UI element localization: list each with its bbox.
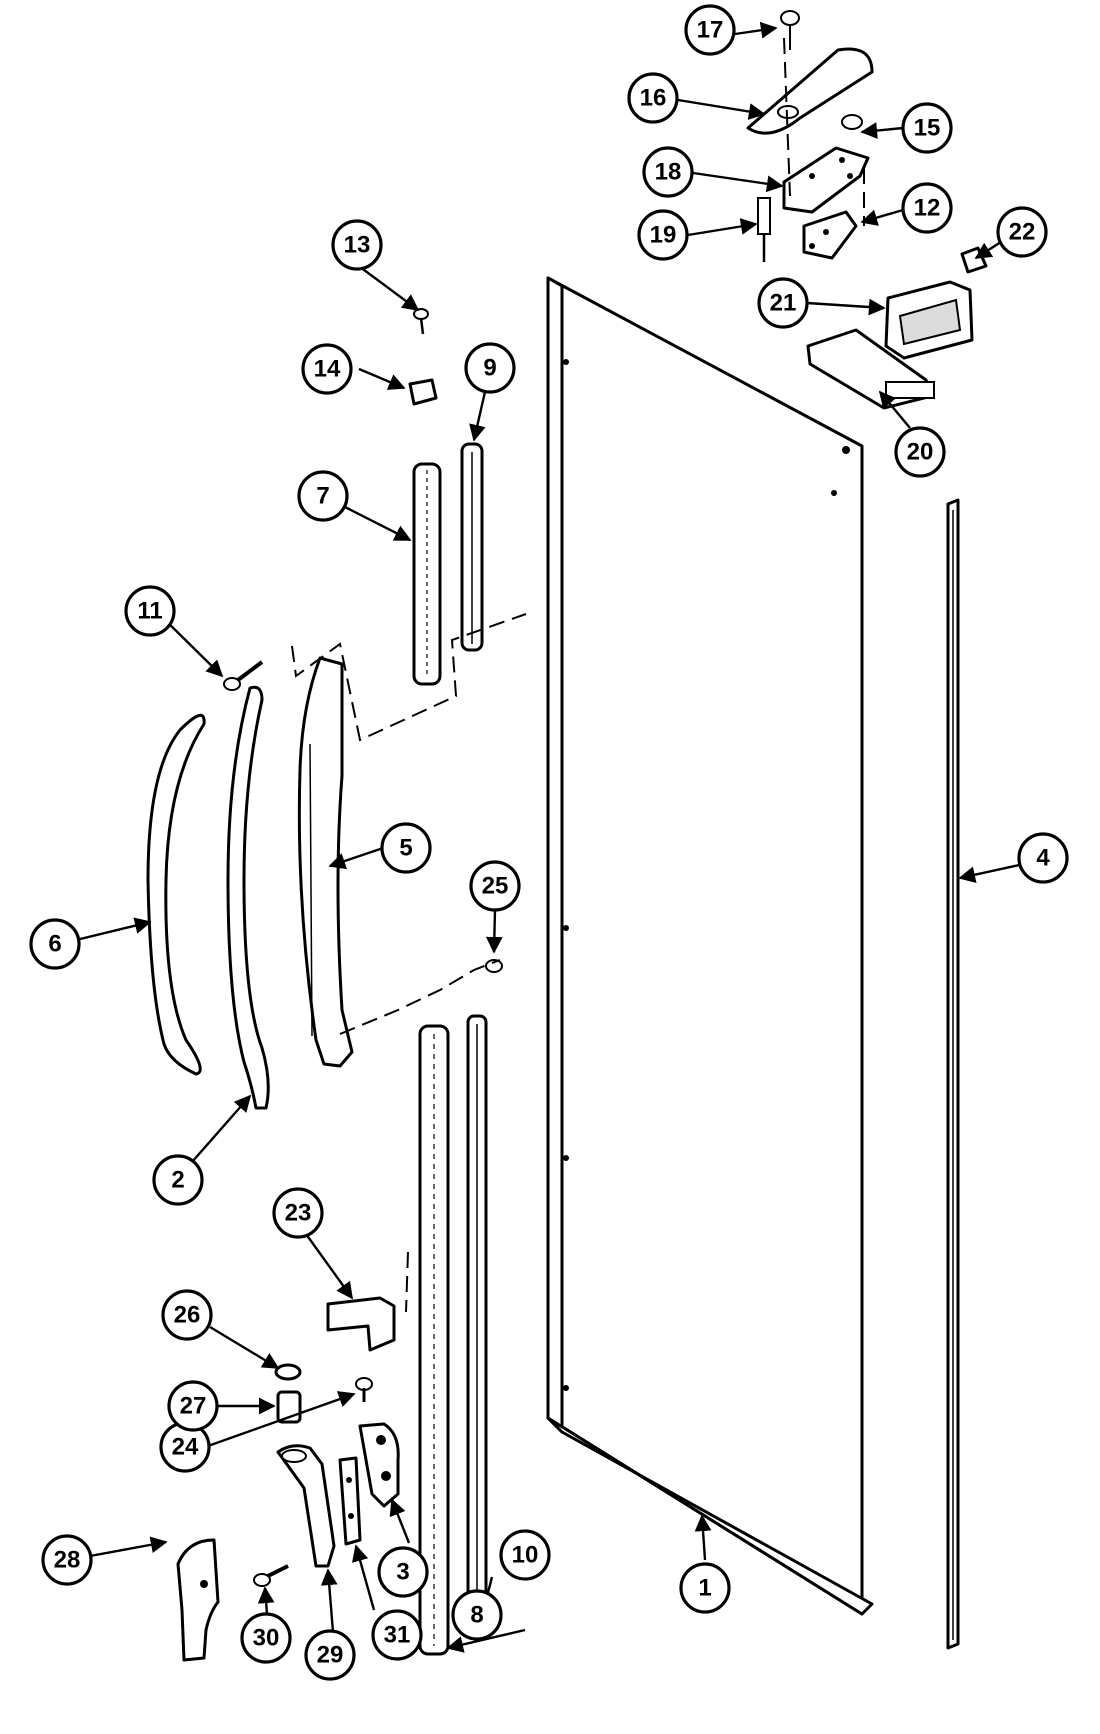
svg-text:23: 23 bbox=[285, 1200, 312, 1227]
handle-screw bbox=[223, 660, 264, 691]
svg-text:12: 12 bbox=[914, 195, 941, 222]
assembly-lines bbox=[291, 37, 865, 1313]
callout-9: 9 bbox=[464, 342, 516, 394]
top-hinge-assembly bbox=[746, 10, 874, 262]
callout-17: 17 bbox=[684, 4, 736, 56]
callout-27: 27 bbox=[167, 1380, 219, 1432]
lower-trim-strips bbox=[418, 1014, 488, 1656]
callout-16: 16 bbox=[627, 72, 679, 124]
svg-text:30: 30 bbox=[253, 1625, 280, 1652]
mid-screw-25 bbox=[485, 959, 503, 973]
callout-24: 24 bbox=[159, 1421, 211, 1473]
callout-4: 4 bbox=[1017, 832, 1069, 884]
callout-20: 20 bbox=[894, 426, 946, 478]
callout-19: 19 bbox=[637, 209, 689, 261]
svg-text:9: 9 bbox=[483, 355, 496, 382]
callout-6: 6 bbox=[29, 918, 81, 970]
callout-8: 8 bbox=[451, 1589, 503, 1641]
svg-text:5: 5 bbox=[399, 835, 412, 862]
callout-22: 22 bbox=[996, 206, 1048, 258]
gasket-strip bbox=[946, 498, 960, 1650]
svg-text:4: 4 bbox=[1036, 845, 1050, 872]
svg-text:7: 7 bbox=[316, 483, 329, 510]
callout-21: 21 bbox=[757, 277, 809, 329]
svg-text:13: 13 bbox=[344, 232, 371, 259]
door-panel bbox=[546, 276, 874, 1616]
callout-25: 25 bbox=[469, 860, 521, 912]
svg-text:20: 20 bbox=[907, 439, 934, 466]
svg-text:8: 8 bbox=[470, 1602, 483, 1629]
svg-text:18: 18 bbox=[655, 159, 682, 186]
callout-7: 7 bbox=[297, 470, 349, 522]
handle-trim-6 bbox=[146, 713, 206, 1076]
callout-10: 10 bbox=[499, 1529, 551, 1581]
svg-text:31: 31 bbox=[384, 1622, 411, 1649]
svg-text:25: 25 bbox=[482, 873, 509, 900]
callout-2: 2 bbox=[152, 1154, 204, 1206]
svg-text:14: 14 bbox=[314, 356, 341, 383]
callout-12: 12 bbox=[901, 182, 953, 234]
callout-26: 26 bbox=[161, 1289, 213, 1341]
svg-text:21: 21 bbox=[770, 290, 797, 317]
callout-14: 14 bbox=[301, 343, 353, 395]
callout-23: 23 bbox=[272, 1187, 324, 1239]
lower-hinge-parts bbox=[176, 1422, 400, 1662]
callout-11: 11 bbox=[124, 585, 176, 637]
callout-30: 30 bbox=[240, 1612, 292, 1664]
svg-text:10: 10 bbox=[512, 1542, 539, 1569]
callout-15: 15 bbox=[901, 102, 953, 154]
lower-bracket-23 bbox=[326, 1296, 396, 1402]
callout-1: 1 bbox=[679, 1562, 731, 1614]
upper-screw-clip bbox=[408, 308, 438, 406]
svg-text:1: 1 bbox=[698, 1575, 711, 1602]
callout-29: 29 bbox=[304, 1629, 356, 1681]
svg-text:6: 6 bbox=[48, 931, 61, 958]
callout-3: 3 bbox=[377, 1546, 429, 1598]
svg-text:3: 3 bbox=[396, 1559, 409, 1586]
callout-13: 13 bbox=[331, 219, 383, 271]
svg-text:26: 26 bbox=[174, 1302, 201, 1329]
svg-text:27: 27 bbox=[180, 1393, 207, 1420]
svg-text:24: 24 bbox=[172, 1434, 199, 1461]
svg-text:29: 29 bbox=[317, 1642, 344, 1669]
svg-text:28: 28 bbox=[54, 1547, 81, 1574]
callout-5: 5 bbox=[380, 822, 432, 874]
upper-trim-strips bbox=[412, 442, 484, 686]
svg-text:19: 19 bbox=[650, 222, 677, 249]
svg-text:15: 15 bbox=[914, 115, 941, 142]
handle-insert-2 bbox=[226, 685, 270, 1110]
callout-18: 18 bbox=[642, 146, 694, 198]
svg-text:11: 11 bbox=[137, 598, 162, 625]
svg-text:16: 16 bbox=[640, 85, 667, 112]
hinge-block-assembly bbox=[806, 246, 988, 410]
svg-text:2: 2 bbox=[171, 1167, 184, 1194]
svg-text:17: 17 bbox=[697, 17, 724, 44]
callout-28: 28 bbox=[41, 1534, 93, 1586]
callout-31: 31 bbox=[371, 1609, 423, 1661]
svg-text:22: 22 bbox=[1009, 219, 1036, 246]
